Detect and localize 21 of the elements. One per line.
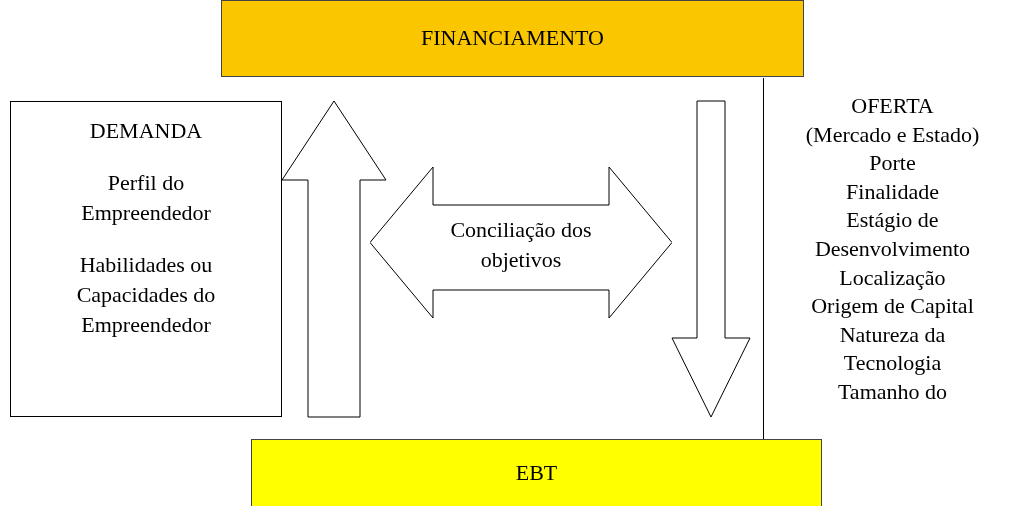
arrow-text: Conciliação dos objetivos <box>449 216 593 274</box>
band-title: FINANCIAMENTO <box>420 24 605 52</box>
box-text: Perfil do Empreendedor <box>80 169 212 227</box>
box-text: Natureza da Tecnologia <box>838 320 947 378</box>
box-heading: DEMANDA <box>88 117 204 145</box>
box-text: Tamanho do <box>836 377 948 406</box>
box-text: Habilidades ou Capacidades do Empreendedor <box>75 251 217 339</box>
box-text: Origem de Capital <box>810 292 975 321</box>
block-arrow <box>281 100 387 418</box>
box-text: Porte <box>868 149 917 178</box>
demand-box <box>10 101 282 417</box>
box-heading: OFERTA <box>850 92 935 120</box>
box-text: (Mercado e Estado) <box>804 120 981 149</box>
box-text: Localização <box>838 263 947 292</box>
band-title: EBT <box>514 459 559 487</box>
double-arrow-shape <box>370 167 672 318</box>
block-arrow <box>671 100 751 418</box>
box-text: Finalidade <box>845 177 940 206</box>
ebt-band <box>251 439 822 506</box>
box-text: Estágio de Desenvolvimento <box>813 206 972 263</box>
financing-band <box>221 0 804 77</box>
